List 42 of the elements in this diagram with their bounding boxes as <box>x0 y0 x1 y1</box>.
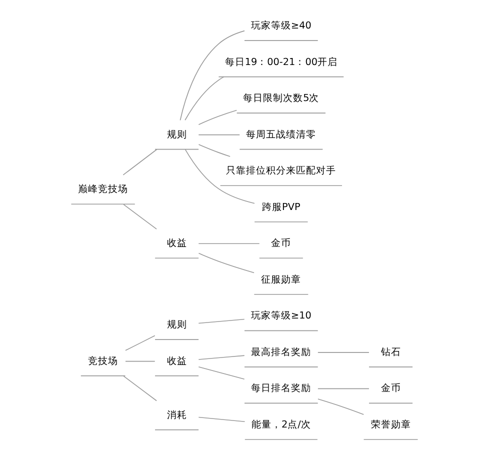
connector <box>198 243 260 244</box>
node-text: 最高排名奖励 <box>250 346 311 358</box>
connector <box>198 416 245 422</box>
node-text: 收益 <box>166 356 186 367</box>
node-text: 钻石 <box>380 346 400 358</box>
connector <box>122 204 156 230</box>
node-text: 规则 <box>166 129 186 140</box>
connector <box>198 110 237 126</box>
node-text: 每周五战绩清零 <box>246 129 316 140</box>
connector <box>122 148 157 176</box>
connector <box>198 134 240 136</box>
connector <box>184 149 254 204</box>
node-text: 收益 <box>166 238 186 250</box>
node-text: 巅峰竞技场 <box>78 184 128 196</box>
node-text: 竞技场 <box>88 356 118 367</box>
node-text: 每日19：00-21：00开启 <box>224 56 337 68</box>
node-text: 规则 <box>166 320 186 331</box>
connector <box>198 318 244 324</box>
connector <box>317 388 369 390</box>
connector <box>317 398 364 415</box>
node-text: 玩家等级≥40 <box>250 20 311 32</box>
connector <box>198 366 244 380</box>
node-text: 荣誉勋章 <box>370 419 410 430</box>
connector <box>124 335 155 351</box>
node-text: 只靠排位积分来匹配对手 <box>226 166 336 177</box>
connector <box>198 355 244 360</box>
node-text: 玩家等级≥10 <box>250 310 311 322</box>
node-text: 消耗 <box>166 410 186 421</box>
connector <box>122 376 156 402</box>
node-text: 能量，2点/次 <box>250 419 310 430</box>
node-text: 金币 <box>270 238 291 250</box>
connector <box>124 360 155 362</box>
connector <box>198 252 254 274</box>
node-text: 跨服PVP <box>262 202 300 213</box>
connector <box>179 30 244 121</box>
connector <box>317 352 369 353</box>
node-text: 每日排名奖励 <box>250 383 311 394</box>
node-text: 征服勋章 <box>260 274 301 286</box>
node-text: 金币 <box>380 383 400 394</box>
connector <box>198 144 230 157</box>
node-text: 每日限制次数5次 <box>242 93 319 104</box>
connector <box>184 76 224 121</box>
